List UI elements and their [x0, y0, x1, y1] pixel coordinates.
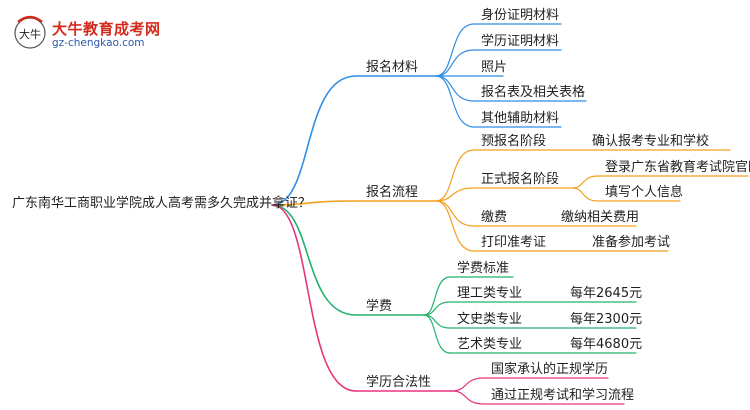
logo-url: gz-chengkao.com	[52, 37, 145, 49]
branch-fees[interactable]: 学费	[366, 299, 393, 314]
root-to-fees-connector	[271, 204, 357, 316]
process-step-2[interactable]: 正式报名阶段	[481, 172, 560, 187]
branch-process[interactable]: 报名流程	[366, 185, 419, 200]
branch-materials[interactable]: 报名材料	[366, 60, 419, 75]
process-step-1-connector	[435, 149, 475, 202]
fees-item-2-value[interactable]: 每年2645元	[570, 286, 643, 301]
legality-item-1[interactable]: 国家承认的正规学历	[491, 362, 609, 377]
site-logo[interactable]: 大牛 大牛教育成考网 gz-chengkao.com	[12, 14, 162, 54]
process-step-2-detail-2-connector	[571, 187, 599, 202]
root-to-materials-connector	[271, 75, 357, 206]
materials-item-5[interactable]: 其他辅助材料	[481, 111, 560, 126]
materials-item-1-connector	[435, 23, 475, 77]
legality-item-2[interactable]: 通过正规考试和学习流程	[491, 388, 635, 403]
process-step-1-detail-1[interactable]: 确认报考专业和学校	[592, 134, 710, 149]
process-step-3[interactable]: 缴费	[481, 210, 508, 225]
fees-item-1[interactable]: 学费标准	[457, 261, 510, 276]
fees-item-2[interactable]: 理工类专业	[457, 286, 523, 301]
logo-title: 大牛教育成考网	[52, 20, 161, 38]
fees-item-4[interactable]: 艺术类专业	[457, 337, 523, 352]
materials-item-4-connector	[435, 75, 475, 102]
materials-item-2-connector	[435, 49, 475, 77]
branch-legality[interactable]: 学历合法性	[366, 375, 432, 390]
materials-item-5-connector	[435, 75, 475, 128]
process-step-2-detail-1[interactable]: 登录广东省教育考试院官网	[605, 160, 750, 175]
fees-item-3[interactable]: 文史类专业	[457, 312, 523, 327]
process-step-2-detail-2[interactable]: 填写个人信息	[605, 185, 684, 200]
root-topic[interactable]: 广东南华工商职业学院成人高考需多久完成并拿证？	[12, 196, 312, 211]
process-step-4[interactable]: 打印准考证	[481, 235, 547, 250]
fees-item-3-value[interactable]: 每年2300元	[570, 312, 643, 327]
root-to-legality-connector	[271, 204, 357, 392]
materials-item-3[interactable]: 照片	[481, 60, 508, 75]
logo-mark-icon: 大牛	[14, 15, 46, 49]
process-step-3-connector	[435, 200, 475, 227]
process-step-1[interactable]: 预报名阶段	[481, 134, 547, 149]
fees-item-2-connector	[423, 301, 451, 316]
process-step-3-detail-1[interactable]: 缴纳相关费用	[561, 210, 640, 225]
process-step-2-detail-1-connector	[571, 175, 599, 189]
process-step-4-connector	[435, 200, 475, 252]
materials-item-2[interactable]: 学历证明材料	[481, 34, 560, 49]
root-to-process-connector	[271, 200, 357, 206]
fees-item-4-connector	[423, 314, 451, 354]
materials-item-1[interactable]: 身份证明材料	[481, 8, 560, 23]
materials-item-4[interactable]: 报名表及相关表格	[481, 85, 586, 100]
fees-item-4-value[interactable]: 每年4680元	[570, 337, 643, 352]
legality-item-1-connector	[451, 377, 485, 392]
process-step-2-connector	[435, 187, 475, 202]
logo-mark-text: 大牛	[19, 27, 41, 41]
legality-item-2-connector	[451, 390, 485, 405]
process-step-4-detail-1[interactable]: 准备参加考试	[592, 235, 671, 250]
fees-item-1-connector	[423, 276, 451, 316]
